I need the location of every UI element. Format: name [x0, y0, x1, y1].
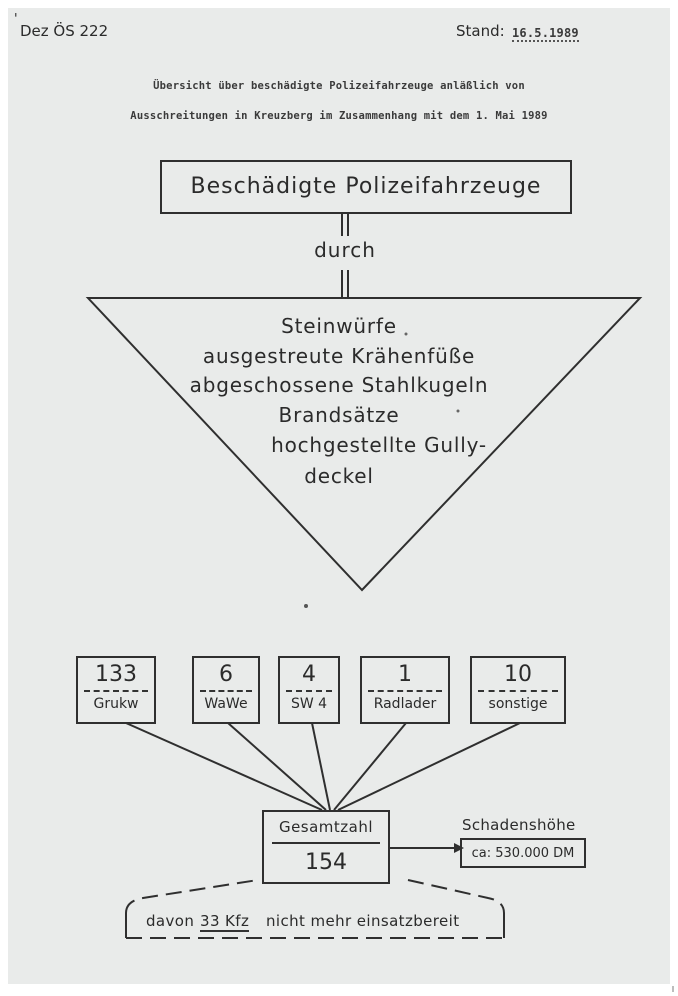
category-count: 133	[95, 662, 137, 687]
causes-triangle	[85, 297, 643, 592]
category-box-wawe: 6 WaWe	[192, 656, 260, 724]
speck-dot	[456, 409, 460, 413]
document-reference: Dez ÖS 222	[20, 22, 109, 40]
category-divider	[368, 690, 442, 692]
category-count: 6	[219, 662, 233, 687]
link-line-wawe	[227, 722, 327, 811]
category-label: Radlader	[373, 696, 437, 712]
cause-item: Steinwürfe	[281, 314, 397, 338]
category-label: SW 4	[290, 696, 328, 712]
category-count: 4	[302, 662, 316, 687]
category-label: Grukw	[93, 696, 139, 712]
cause-item: hochgestellte Gully-	[271, 433, 487, 457]
speck-dot	[404, 332, 408, 336]
damaged-vehicles-box: Beschädigte Polizeifahrzeuge	[160, 160, 572, 214]
speck-dot	[304, 604, 308, 608]
category-divider	[286, 690, 332, 692]
stand-date: 16.5.1989	[512, 26, 579, 42]
category-box-radlader: 1 Radlader	[360, 656, 450, 724]
diagram-lines	[85, 213, 643, 939]
footer-highlight: 33 Kfz	[200, 912, 250, 932]
connector-label: durch	[314, 238, 376, 262]
footer-prefix: davon	[146, 912, 195, 930]
header-mark: '	[14, 12, 18, 27]
footer-bracket-top-left	[125, 879, 259, 914]
category-divider	[84, 690, 148, 692]
link-line-grukw	[125, 722, 323, 811]
stand-label: Stand:	[456, 22, 505, 40]
footer-bracket-top-right	[407, 879, 505, 914]
document-page: ' Dez ÖS 222 Stand: 16.5.1989 Übersicht …	[8, 8, 670, 984]
total-value: 154	[305, 850, 347, 875]
cause-item: deckel	[304, 464, 374, 488]
cause-item: ausgestreute Krähenfüße	[202, 344, 476, 368]
category-divider	[478, 690, 558, 692]
category-count: 10	[504, 662, 532, 687]
link-line-radlader	[333, 722, 407, 811]
cause-item: Brandsätze	[278, 403, 400, 427]
damage-label: Schadenshöhe	[462, 816, 576, 834]
damage-box: ca: 530.000 DM	[460, 838, 586, 868]
footer-suffix: nicht mehr einsatzbereit	[266, 912, 460, 930]
link-line-sonstige	[337, 722, 521, 811]
category-label: sonstige	[488, 696, 548, 712]
category-label: WaWe	[204, 696, 248, 712]
link-line-sw4	[311, 722, 331, 811]
category-divider	[200, 690, 252, 692]
cause-item: abgeschossene Stahlkugeln	[189, 373, 489, 397]
category-box-sw4: 4 SW 4	[278, 656, 340, 724]
total-label: Gesamtzahl	[278, 818, 374, 836]
total-divider	[272, 842, 380, 844]
title-line-1: Übersicht über beschädigte Polizeifahrze…	[153, 80, 525, 92]
category-box-grukw: 133 Grukw	[76, 656, 156, 724]
title-line-2: Ausschreitungen in Kreuzberg im Zusammen…	[130, 110, 548, 122]
arrow-head-icon	[454, 843, 464, 853]
category-box-sonstige: 10 sonstige	[470, 656, 566, 724]
damaged-vehicles-title: Beschädigte Polizeifahrzeuge	[190, 174, 542, 199]
damage-value: ca: 530.000 DM	[471, 846, 575, 861]
category-count: 1	[398, 662, 412, 687]
total-box: Gesamtzahl 154	[262, 810, 390, 884]
scan-edge-mark	[672, 986, 674, 992]
